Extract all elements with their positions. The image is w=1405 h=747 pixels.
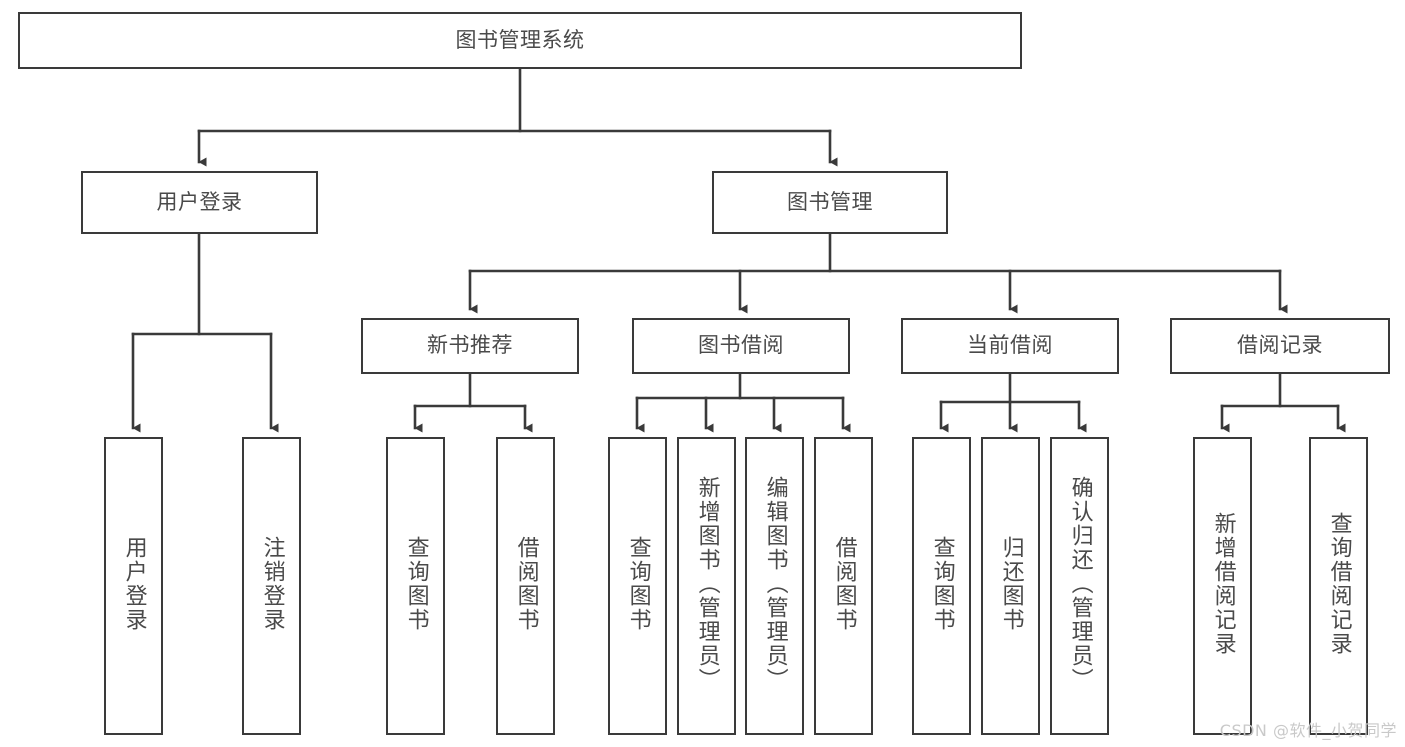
node-current-borrow[interactable]: 当前借阅 [901,318,1119,374]
node-user-login[interactable]: 用户登录 [81,171,318,234]
leaf-book-borrow-borrow[interactable]: 借阅图书 [814,437,873,735]
node-book-borrow[interactable]: 图书借阅 [632,318,850,374]
leaf-label: 用户登录 [121,536,147,632]
node-book-management[interactable]: 图书管理 [712,171,948,234]
node-root-label: 图书管理系统 [455,27,585,52]
leaf-new-book-query[interactable]: 查询图书 [386,437,445,735]
node-current-borrow-label: 当前借阅 [967,333,1053,358]
leaf-label: 查询图书 [929,536,955,632]
leaf-label: 新增图书（管理员） [694,476,720,692]
leaf-borrow-record-add[interactable]: 新增借阅记录 [1193,437,1252,735]
leaf-label: 归还图书 [998,536,1024,632]
leaf-label: 查询图书 [625,536,651,632]
watermark: CSDN @软件_小贺同学 [1219,721,1397,740]
leaf-label: 新增借阅记录 [1210,512,1236,656]
leaf-current-borrow-confirm[interactable]: 确认归还（管理员） [1050,437,1109,735]
leaf-borrow-record-query[interactable]: 查询借阅记录 [1309,437,1368,735]
leaf-book-borrow-add[interactable]: 新增图书（管理员） [677,437,736,735]
node-new-book-recommend-label: 新书推荐 [427,333,513,358]
leaf-new-book-borrow[interactable]: 借阅图书 [496,437,555,735]
leaf-label: 注销登录 [259,536,285,632]
leaf-book-borrow-query[interactable]: 查询图书 [608,437,667,735]
node-book-management-label: 图书管理 [787,189,873,214]
node-borrow-record-label: 借阅记录 [1237,333,1323,358]
leaf-label: 编辑图书（管理员） [762,476,788,692]
leaf-label: 查询图书 [403,536,429,632]
leaf-label: 借阅图书 [513,536,539,632]
leaf-user-login-logout[interactable]: 注销登录 [242,437,301,735]
leaf-label: 借阅图书 [831,536,857,632]
leaf-label: 查询借阅记录 [1326,512,1352,656]
leaf-current-borrow-return[interactable]: 归还图书 [981,437,1040,735]
node-book-borrow-label: 图书借阅 [698,333,784,358]
node-user-login-label: 用户登录 [156,189,243,214]
node-root[interactable]: 图书管理系统 [18,12,1022,69]
node-new-book-recommend[interactable]: 新书推荐 [361,318,579,374]
node-borrow-record[interactable]: 借阅记录 [1170,318,1390,374]
leaf-user-login-login[interactable]: 用户登录 [104,437,163,735]
leaf-label: 确认归还（管理员） [1067,476,1093,692]
leaf-book-borrow-edit[interactable]: 编辑图书（管理员） [745,437,804,735]
leaf-current-borrow-query[interactable]: 查询图书 [912,437,971,735]
